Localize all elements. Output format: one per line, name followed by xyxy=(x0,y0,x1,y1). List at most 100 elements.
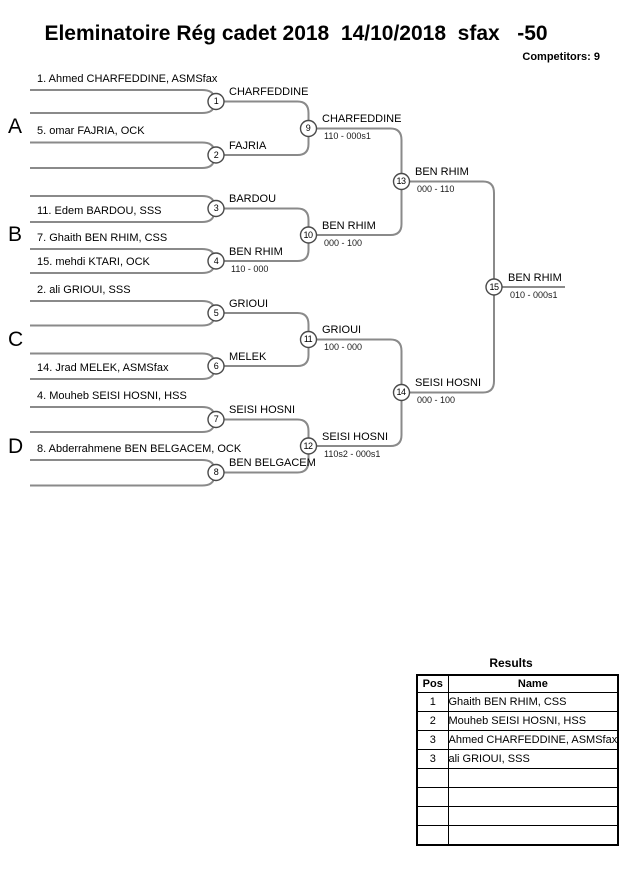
result-pos xyxy=(416,825,449,846)
match-circle-3 xyxy=(207,199,225,218)
seed-entry-15: 15. mehdi KTARI, OCK xyxy=(37,256,150,268)
results-header-row: Pos Name xyxy=(416,674,619,693)
match-winner-10: BEN RHIM xyxy=(322,220,376,232)
match-number-5: 5 xyxy=(213,308,219,318)
match-winner-7: SEISI HOSNI xyxy=(229,404,296,416)
result-name xyxy=(447,787,619,807)
match-winner-5: GRIOUI xyxy=(229,298,269,310)
group-label-c: C xyxy=(8,328,24,351)
seed-entry-7: 7. Ghaith BEN RHIM, CSS xyxy=(37,232,168,244)
match-circle-14 xyxy=(392,383,411,402)
connector-match-10-to-13 xyxy=(316,189,403,236)
match-number-3: 3 xyxy=(213,203,219,213)
result-pos xyxy=(416,806,449,826)
match-winner-9: CHARFEDDINE xyxy=(322,113,402,125)
match-circle-8 xyxy=(207,463,225,482)
seed-entry-4: 4. Mouheb SEISI HOSNI, HSS xyxy=(37,390,187,402)
connector-match-11-to-14 xyxy=(316,338,403,385)
match-circle-7 xyxy=(207,410,225,429)
result-pos xyxy=(416,768,449,788)
match-score-10: 000 - 100 xyxy=(324,238,363,248)
result-name xyxy=(447,768,619,788)
match-winner-4: BEN RHIM xyxy=(229,246,283,258)
seed-entry-8: 8. Abderrahmene BEN BELGACEM, OCK xyxy=(37,443,242,455)
results-col-pos: Pos xyxy=(416,674,449,693)
connector-match-7-to-12 xyxy=(224,418,310,439)
connector-match-4-to-10 xyxy=(224,242,310,262)
table-row xyxy=(416,825,619,846)
page-title: Eleminatoire Rég cadet 2018 14/10/2018 s… xyxy=(44,22,548,45)
seed-lines-match-5 xyxy=(30,300,215,327)
seed-lines-match-1 xyxy=(30,89,215,114)
match-number-8: 8 xyxy=(213,467,219,477)
result-name xyxy=(447,806,619,826)
connector-match-6-to-11 xyxy=(224,347,310,367)
competitors-count: Competitors: 9 xyxy=(522,51,600,63)
results-heading: Results xyxy=(489,656,533,670)
connector-match-5-to-11 xyxy=(224,312,310,332)
match-score-15: 010 - 000s1 xyxy=(510,290,558,300)
match-winner-2: FAJRIA xyxy=(229,140,267,152)
match-circle-15 xyxy=(485,278,503,296)
match-number-11: 11 xyxy=(303,334,313,344)
results-table: Pos Name 1 Ghaith BEN RHIM, CSS 2 Mouheb… xyxy=(416,674,620,846)
seed-lines-match-2 xyxy=(30,141,215,169)
connector-match-1-to-9 xyxy=(224,100,310,121)
seed-entry-11: 11. Edem BARDOU, SSS xyxy=(37,205,162,217)
match-number-9: 9 xyxy=(305,123,311,133)
result-pos: 3 xyxy=(416,730,449,750)
match-score-12: 110s2 - 000s1 xyxy=(324,449,381,459)
match-winner-14: SEISI HOSNI xyxy=(415,377,482,389)
match-circle-13 xyxy=(392,172,411,191)
match-circle-12 xyxy=(299,437,318,455)
seed-entry-5: 5. omar FAJRIA, OCK xyxy=(37,125,145,137)
table-row: 2 Mouheb SEISI HOSNI, HSS xyxy=(416,711,619,731)
connector-match-9-to-13 xyxy=(316,127,403,174)
match-number-4: 4 xyxy=(213,256,219,266)
match-number-15: 15 xyxy=(489,282,499,292)
seed-entry-2: 2. ali GRIOUI, SSS xyxy=(37,284,131,296)
table-row xyxy=(416,787,619,807)
connector-match-13-to-15 xyxy=(409,180,495,280)
connector-match-8-to-12 xyxy=(224,453,310,474)
table-row xyxy=(416,768,619,788)
results-col-name: Name xyxy=(447,674,619,693)
match-circle-10 xyxy=(299,226,318,244)
match-winner-11: GRIOUI xyxy=(322,324,362,336)
result-pos xyxy=(416,787,449,807)
result-name xyxy=(447,825,619,846)
match-winner-3: BARDOU xyxy=(229,193,277,205)
match-number-7: 7 xyxy=(213,414,219,424)
result-name: Ahmed CHARFEDDINE, ASMSfax xyxy=(447,730,619,750)
table-row: 3 Ahmed CHARFEDDINE, ASMSfax xyxy=(416,730,619,750)
match-winner-15: BEN RHIM xyxy=(508,272,562,284)
connector-match-2-to-9 xyxy=(224,136,310,156)
match-score-9: 110 - 000s1 xyxy=(324,131,371,141)
result-name: Ghaith BEN RHIM, CSS xyxy=(447,692,619,712)
match-number-2: 2 xyxy=(213,150,219,160)
match-number-14: 14 xyxy=(396,387,406,397)
match-score-11: 100 - 000 xyxy=(324,342,363,352)
match-circle-2 xyxy=(207,146,225,164)
connector-match-3-to-10 xyxy=(224,207,310,228)
match-circle-5 xyxy=(207,304,225,322)
match-number-10: 10 xyxy=(303,230,313,240)
connector-match-12-to-14 xyxy=(316,400,403,447)
match-winner-13: BEN RHIM xyxy=(415,166,469,178)
match-winner-1: CHARFEDDINE xyxy=(229,86,309,98)
table-row xyxy=(416,806,619,826)
match-winner-8: BEN BELGACEM xyxy=(229,457,316,469)
result-pos: 2 xyxy=(416,711,449,731)
table-row: 3 ali GRIOUI, SSS xyxy=(416,749,619,769)
match-winner-12: SEISI HOSNI xyxy=(322,431,389,443)
match-number-6: 6 xyxy=(213,361,219,371)
group-label-d: D xyxy=(8,435,24,458)
match-circle-9 xyxy=(299,119,318,138)
match-score-13: 000 - 110 xyxy=(417,184,455,194)
seed-lines-match-7 xyxy=(30,406,215,433)
match-score-4: 110 - 000 xyxy=(231,264,269,274)
match-number-13: 13 xyxy=(396,176,406,186)
match-circle-4 xyxy=(207,252,225,270)
